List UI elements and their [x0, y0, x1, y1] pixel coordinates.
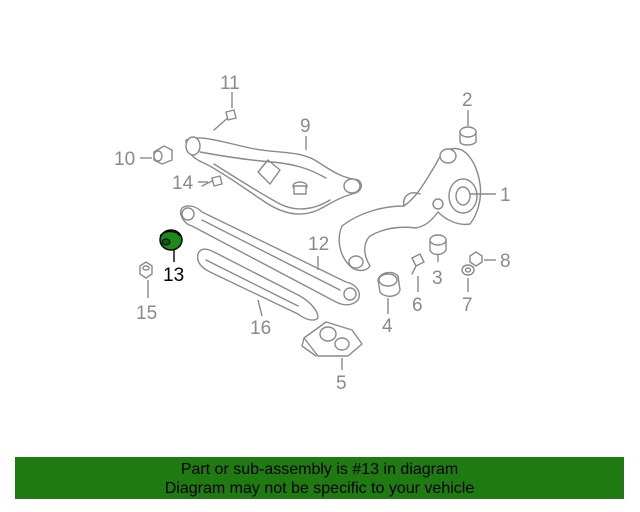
- part-8-nut[interactable]: [469, 251, 483, 267]
- callout-9: 9: [300, 116, 311, 137]
- part-9-control-arm[interactable]: [185, 136, 363, 215]
- banner-line-disclaimer: Diagram may not be specific to your vehi…: [164, 480, 475, 497]
- part-14-bolt[interactable]: [201, 175, 223, 187]
- callout-1: 1: [500, 185, 511, 206]
- callout-2: 2: [462, 90, 473, 111]
- part-2-bushing[interactable]: [459, 126, 477, 146]
- exploded-parts-diagram: 1 2 3 4 5 6 7 8 9 10 11 12 13 14 15 16: [114, 73, 511, 394]
- part-6-bolt[interactable]: [411, 253, 425, 275]
- part-7-nut[interactable]: [461, 264, 475, 276]
- callout-3: 3: [432, 268, 443, 289]
- part-16-shield[interactable]: [196, 248, 319, 321]
- part-13-bushing-highlighted[interactable]: [159, 229, 183, 251]
- banner-line-part: Part or sub-assembly is #13 in diagram: [180, 461, 459, 478]
- part-15-nut[interactable]: [139, 261, 153, 279]
- callout-14: 14: [172, 173, 194, 194]
- callout-16: 16: [250, 318, 271, 339]
- part-10-bushing[interactable]: [153, 145, 173, 165]
- callout-13: 13: [163, 265, 184, 286]
- part-3-bushing[interactable]: [429, 234, 447, 256]
- callout-15: 15: [136, 303, 157, 324]
- callout-5: 5: [336, 373, 347, 394]
- part-5-bracket[interactable]: [301, 321, 363, 357]
- part-12-lower-link[interactable]: [180, 205, 360, 306]
- info-banner: Part or sub-assembly is #13 in diagram D…: [15, 457, 624, 499]
- callout-6: 6: [412, 295, 423, 316]
- callout-12: 12: [308, 234, 329, 255]
- callout-7: 7: [462, 295, 473, 316]
- part-11-bolt[interactable]: [213, 109, 237, 131]
- part-4-bushing[interactable]: [377, 271, 401, 297]
- callout-numbers: 1 2 3 4 5 6 7 8 9 10 11 12 13 14 15 16: [114, 73, 511, 394]
- callout-11: 11: [220, 73, 240, 94]
- leader-lines: [140, 92, 496, 370]
- part-1-wheel-carrier[interactable]: [338, 147, 482, 272]
- callout-4: 4: [382, 316, 393, 337]
- callout-8: 8: [500, 251, 511, 272]
- callout-10: 10: [114, 149, 135, 170]
